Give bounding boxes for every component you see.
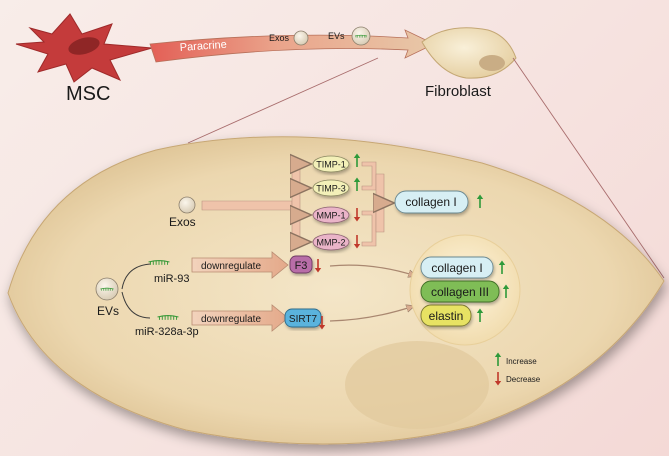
mir328-label: miR-328a-3p bbox=[135, 326, 199, 338]
fibroblast-label: Fibroblast bbox=[425, 83, 492, 100]
paracrine-label: Paracrine bbox=[179, 39, 227, 54]
nucleus bbox=[345, 341, 489, 429]
outcome-collagen3-label: collagen III bbox=[431, 285, 489, 299]
fibroblast-zoomed-cell bbox=[7, 136, 665, 445]
outcome-collagen1-label: collagen I bbox=[431, 261, 482, 275]
zoom-line-left bbox=[187, 57, 379, 144]
zoom-line-right bbox=[512, 57, 665, 279]
ev-branch-upper bbox=[121, 263, 151, 290]
cell-exos-label: Exos bbox=[169, 215, 196, 229]
fibroblast-cell bbox=[421, 27, 517, 79]
outcome-collagen3-node: collagen III bbox=[420, 280, 511, 303]
timp3-node: TIMP-3 bbox=[312, 176, 362, 197]
sirt7-to-outcome-arrow bbox=[329, 306, 414, 322]
top-exos-label: Exos bbox=[269, 33, 290, 43]
outcome-collagen1-node: collagen I bbox=[420, 256, 507, 279]
top-evs-label: EVs bbox=[328, 31, 345, 41]
mmp1-label: MMP-1 bbox=[317, 211, 346, 221]
downregulate-label-2: downregulate bbox=[201, 314, 261, 325]
downregulate-arrow-2: downregulate bbox=[191, 304, 289, 332]
collagen-exos-node: collagen I bbox=[394, 190, 485, 214]
legend-decrease-label: Decrease bbox=[506, 375, 541, 384]
mir93-label: miR-93 bbox=[154, 273, 189, 285]
top-exosome-icon bbox=[293, 30, 309, 46]
sirt7-label: SIRT7 bbox=[289, 314, 318, 325]
legend-increase-label: Increase bbox=[506, 357, 537, 366]
ev-branch-lower bbox=[121, 291, 151, 319]
cell-evs-label: EVs bbox=[97, 304, 119, 318]
timp1-label: TIMP-1 bbox=[316, 160, 346, 170]
top-ev-icon bbox=[351, 26, 371, 46]
outcome-elastin-node: elastin bbox=[420, 304, 485, 327]
collagen-exos-label: collagen I bbox=[405, 195, 456, 209]
downregulate-arrow-1: downregulate bbox=[191, 251, 289, 279]
msc-cell bbox=[15, 13, 153, 83]
outcome-elastin-label: elastin bbox=[429, 309, 464, 323]
exos-pathway: Exos bbox=[169, 162, 392, 246]
downregulate-label-1: downregulate bbox=[201, 261, 261, 272]
legend: Increase Decrease bbox=[493, 351, 541, 387]
f3-node: F3 bbox=[289, 255, 323, 274]
f3-to-outcome-arrow bbox=[329, 264, 416, 276]
exosome-icon bbox=[178, 196, 196, 214]
timp1-node: TIMP-1 bbox=[312, 152, 362, 173]
mmp1-node: MMP-1 bbox=[312, 206, 362, 224]
ev-vesicle bbox=[95, 277, 119, 301]
timp3-label: TIMP-3 bbox=[316, 184, 346, 194]
mmp2-node: MMP-2 bbox=[312, 233, 362, 251]
mmp2-label: MMP-2 bbox=[317, 238, 346, 248]
f3-label: F3 bbox=[295, 260, 308, 272]
sirt7-node: SIRT7 bbox=[284, 308, 327, 331]
msc-label: MSC bbox=[66, 83, 110, 105]
